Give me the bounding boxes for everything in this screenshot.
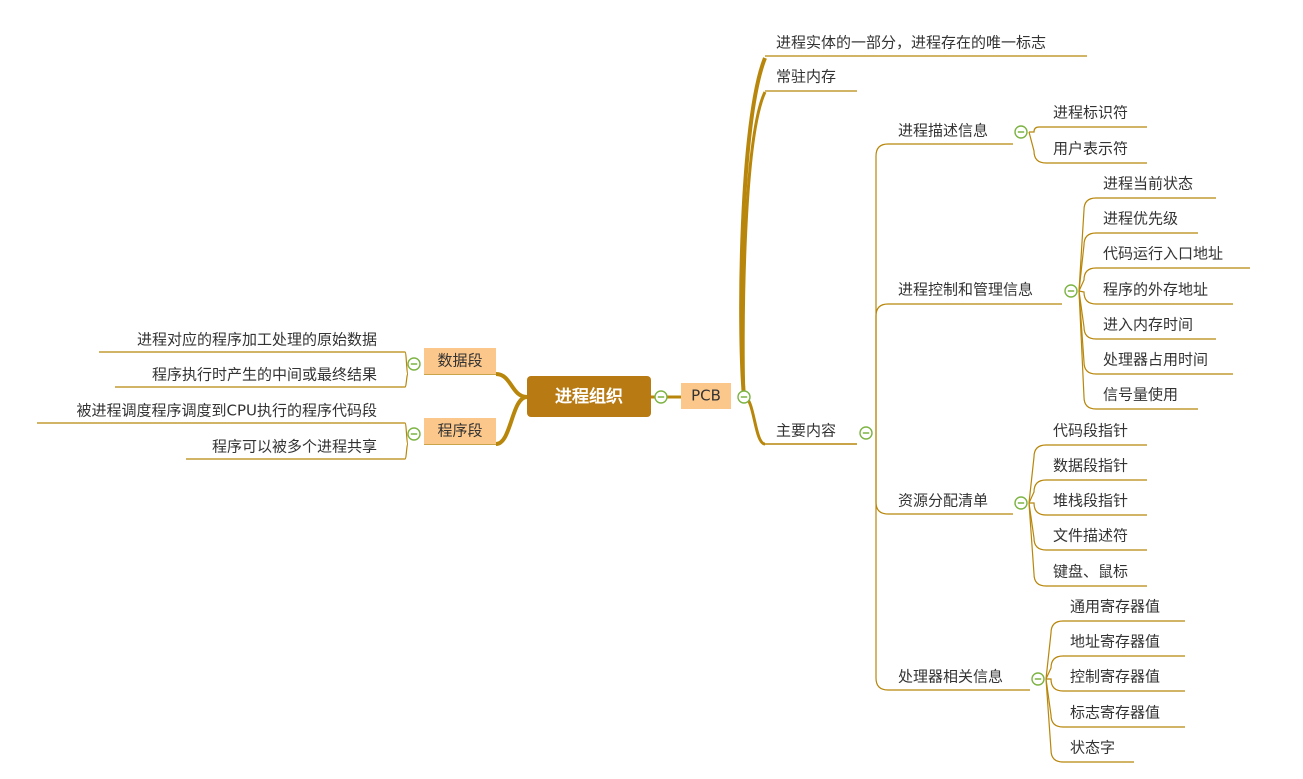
group-leaf-label: 通用寄存器值 xyxy=(1070,598,1160,616)
group-leaf-branch xyxy=(1078,290,1233,305)
left-tag-label-1: 程序段 xyxy=(437,422,482,440)
collapse-icon[interactable] xyxy=(1014,496,1028,510)
group-leaf-label: 状态字 xyxy=(1070,739,1115,757)
group-leaf-branch xyxy=(1028,131,1147,164)
main-branch-0 xyxy=(875,143,1013,433)
main-branch-3 xyxy=(875,433,1030,691)
left-leaf-label: 程序可以被多个进程共享 xyxy=(212,438,377,456)
collapse-icon[interactable] xyxy=(654,390,668,404)
group-leaf-label: 程序的外存地址 xyxy=(1103,281,1208,299)
group-leaf-label: 用户表示符 xyxy=(1053,140,1128,158)
left-leaf-curve xyxy=(404,373,409,388)
pcb-node[interactable]: PCB xyxy=(681,383,731,409)
main-branch-1 xyxy=(875,303,1062,433)
group-leaf-branch xyxy=(1078,232,1198,292)
group-leaf-branch xyxy=(1029,502,1147,516)
left-tag-box-0 xyxy=(424,348,496,374)
mindmap-nodes: 进程组织数据段进程对应的程序加工处理的原始数据程序执行时产生的中间或最终结果程序… xyxy=(77,34,1224,757)
group-leaf-branch xyxy=(1078,267,1250,292)
left-leaf-label: 进程对应的程序加工处理的原始数据 xyxy=(137,331,377,349)
group-leaf-branch xyxy=(1078,290,1233,375)
left-tag-node-1[interactable]: 程序段 xyxy=(424,418,496,444)
group-leaf-label: 代码运行入口地址 xyxy=(1103,245,1223,263)
left-leaf-curve xyxy=(404,351,409,375)
group-leaf-branch xyxy=(1045,678,1185,728)
collapse-icon[interactable] xyxy=(407,357,421,371)
group-leaf-branch xyxy=(1028,479,1147,504)
group-leaf-label: 数据段指针 xyxy=(1053,457,1128,475)
collapse-icon[interactable] xyxy=(859,426,873,440)
group-leaf-branch xyxy=(1045,678,1134,763)
collapse-icon[interactable] xyxy=(737,390,751,404)
group-leaf-label: 信号量使用 xyxy=(1103,386,1178,404)
collapse-icon[interactable] xyxy=(1064,284,1078,298)
pcb-node-label: PCB xyxy=(691,387,721,405)
pcb-main-connector xyxy=(743,395,766,446)
group-leaf-branch xyxy=(1078,290,1216,340)
group-leaf-label: 堆栈段指针 xyxy=(1053,492,1128,510)
left-leaf-label: 程序执行时产生的中间或最终结果 xyxy=(152,366,377,384)
group-leaf-label: 键盘、鼠标 xyxy=(1053,563,1128,581)
left-leaf-label: 被进程调度程序调度到CPU执行的程序代码段 xyxy=(77,402,378,420)
group-leaf-branch xyxy=(1078,197,1216,292)
left-tag-box-1 xyxy=(424,418,496,444)
collapse-icon[interactable] xyxy=(1031,672,1045,686)
left-tag-node-0[interactable]: 数据段 xyxy=(424,348,496,374)
collapse-icon[interactable] xyxy=(407,427,421,441)
left-root-connector-1 xyxy=(495,395,528,446)
group-leaf-label: 进入内存时间 xyxy=(1103,316,1193,334)
pcb-leaf-label: 常驻内存 xyxy=(776,68,836,86)
pcb-leaf-label: 进程实体的一部分，进程存在的唯一标志 xyxy=(776,34,1046,52)
left-leaf-curve xyxy=(404,443,409,460)
group-leaf-branch xyxy=(1045,655,1185,680)
collapse-icon[interactable] xyxy=(1014,125,1028,139)
group-leaf-branch xyxy=(1029,126,1147,133)
group-label-0: 进程描述信息 xyxy=(898,122,988,140)
group-leaf-branch xyxy=(1028,502,1147,551)
group-leaf-label: 处理器占用时间 xyxy=(1103,351,1208,369)
group-leaf-label: 标志寄存器值 xyxy=(1070,704,1160,722)
group-leaf-label: 代码段指针 xyxy=(1053,422,1128,440)
group-label-1: 进程控制和管理信息 xyxy=(898,281,1033,299)
group-leaf-label: 进程标识符 xyxy=(1053,104,1128,122)
pcb-node-box xyxy=(681,383,731,409)
group-leaf-branch xyxy=(1078,290,1198,410)
group-leaf-branch xyxy=(1045,620,1185,680)
group-leaf-branch xyxy=(1028,502,1147,587)
main-content-label: 主要内容 xyxy=(776,422,836,440)
group-leaf-branch xyxy=(1028,444,1147,504)
left-tag-label-0: 数据段 xyxy=(437,352,482,370)
group-leaf-label: 控制寄存器值 xyxy=(1070,668,1160,686)
group-leaf-label: 进程优先级 xyxy=(1103,210,1178,228)
pcb-trunk-up-2 xyxy=(741,91,767,398)
group-label-2: 资源分配清单 xyxy=(898,492,988,510)
root-node-label: 进程组织 xyxy=(555,386,623,407)
root-node[interactable]: 进程组织 xyxy=(527,376,651,417)
group-leaf-branch xyxy=(1046,678,1185,692)
root-node-box xyxy=(527,376,651,417)
left-leaf-curve xyxy=(404,422,409,445)
left-root-connector-0 xyxy=(495,372,528,399)
group-leaf-label: 进程当前状态 xyxy=(1103,175,1193,193)
group-label-3: 处理器相关信息 xyxy=(898,668,1003,686)
group-leaf-label: 文件描述符 xyxy=(1053,527,1128,545)
group-leaf-label: 地址寄存器值 xyxy=(1070,633,1160,651)
